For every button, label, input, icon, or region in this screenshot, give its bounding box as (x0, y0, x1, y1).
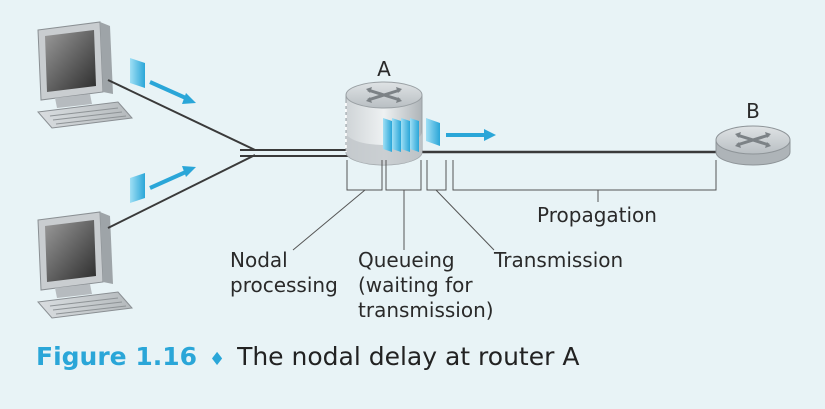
caption-text: The nodal delay at router A (237, 342, 580, 371)
queueing-label-line2: (waiting for (358, 273, 473, 297)
router-b (715, 125, 791, 166)
router-a-label: A (377, 57, 391, 81)
network-links (107, 79, 716, 229)
figure-number: Figure 1.16 (36, 342, 198, 371)
router-b-cross-icon (735, 132, 771, 148)
label-leaders (292, 189, 599, 251)
packet-arrow-out (426, 118, 496, 146)
host-computer-top (37, 21, 133, 129)
figure-caption: Figure 1.16 ♦ The nodal delay at router … (36, 342, 579, 371)
caption-bullet-icon: ♦ (208, 349, 226, 370)
nodal-label-line1: Nodal (230, 248, 288, 272)
delay-brackets (346, 160, 717, 191)
nodal-label-line2: processing (230, 273, 338, 297)
router-b-label: B (746, 99, 760, 123)
propagation-label: Propagation (537, 203, 657, 227)
packet-arrow-top (130, 58, 196, 104)
router-a-cross-icon (366, 87, 402, 103)
queued-packets (383, 118, 419, 152)
transmission-label: Transmission (493, 248, 623, 272)
queueing-label-line1: Queueing (358, 248, 455, 272)
host-computer-bottom (37, 211, 133, 319)
queueing-label-line3: transmission) (358, 298, 494, 322)
packet-arrow-bottom (130, 166, 196, 203)
